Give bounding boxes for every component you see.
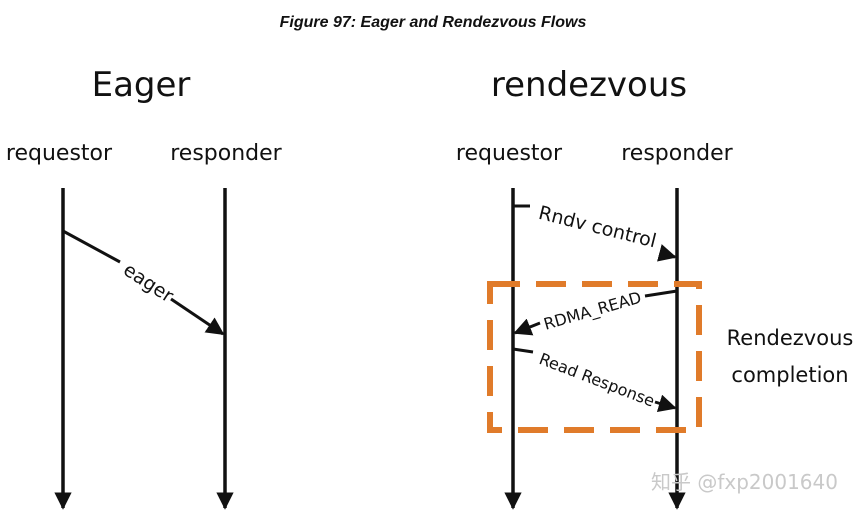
rendezvous-responder-label: responder [621, 141, 733, 166]
rndv-control-label: Rndv control [536, 202, 658, 252]
rendezvous-completion-line1: Rendezvous [727, 326, 854, 350]
rdma-read-arrow-start [644, 289, 678, 298]
read-response-label: Read Response [537, 349, 658, 411]
eager-requestor-label: requestor [6, 141, 113, 166]
rendezvous-title: rendezvous [491, 65, 687, 105]
read-response-arrow-start [512, 347, 534, 354]
rendezvous-requestor-label: requestor [456, 141, 563, 166]
figure-caption: Figure 97: Eager and Rendezvous Flows [280, 14, 587, 31]
rdma-read-arrow-end [513, 318, 541, 336]
eager-message-label: eager [119, 259, 177, 307]
rendezvous-completion-box [487, 281, 702, 433]
rdma-read-label: RDMA_READ [541, 288, 643, 335]
watermark-text: 知乎 @fxp2001640 [651, 470, 838, 494]
eager-arrow-end [170, 297, 225, 336]
eager-arrow-start [62, 229, 121, 264]
rendezvous-completion-line2: completion [731, 363, 848, 387]
eager-responder-label: responder [170, 141, 282, 166]
rndv-control-arrow-end [657, 244, 677, 262]
eager-title: Eager [92, 65, 191, 105]
read-response-arrow-end [654, 394, 677, 412]
